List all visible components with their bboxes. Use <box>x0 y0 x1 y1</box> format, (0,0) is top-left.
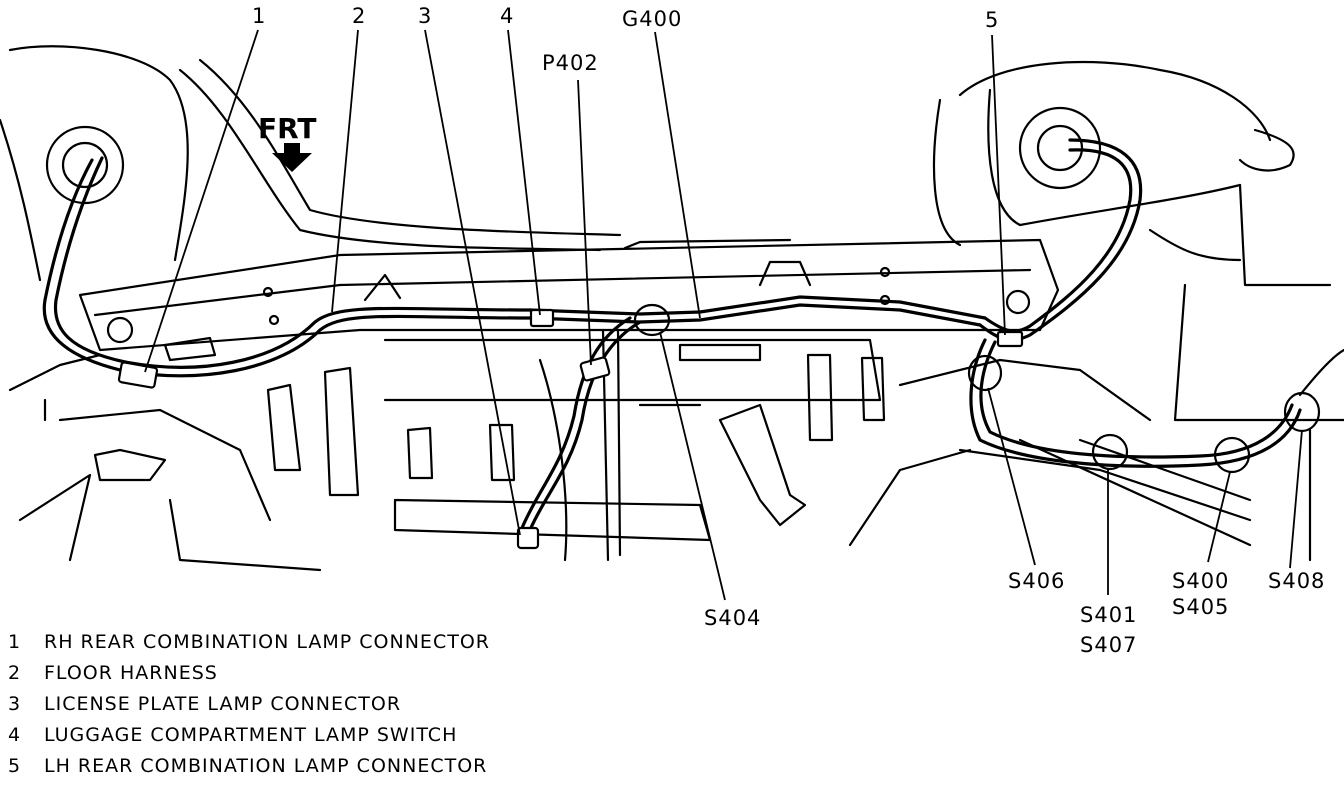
connectors <box>117 308 1024 550</box>
floor-harness <box>42 138 1302 532</box>
legend-item: 1 RH REAR COMBINATION LAMP CONNECTOR <box>8 626 490 657</box>
label-front: FRT <box>258 112 317 145</box>
vehicle-body-outline <box>0 45 1344 572</box>
license-plate-lamp-connector <box>516 526 540 550</box>
leader-lines <box>144 29 1303 601</box>
legend-text: LICENSE PLATE LAMP CONNECTOR <box>44 692 402 715</box>
callout-5: 5 <box>985 8 999 32</box>
legend-item: 3 LICENSE PLATE LAMP CONNECTOR <box>8 688 490 719</box>
p402-connector <box>579 356 611 382</box>
lamp-switch-connector <box>529 308 555 328</box>
rh-rear-lamp-connector <box>117 361 159 389</box>
s406-splice <box>967 354 1003 392</box>
legend-text: LH REAR COMBINATION LAMP CONNECTOR <box>44 754 488 777</box>
lh-rear-lamp-connector <box>996 330 1024 348</box>
legend-num: 5 <box>8 754 22 777</box>
legend-text: LUGGAGE COMPARTMENT LAMP SWITCH <box>44 723 458 746</box>
label-s407: S407 <box>1080 633 1137 657</box>
legend-num: 3 <box>8 692 22 715</box>
label-s401: S401 <box>1080 603 1137 627</box>
legend-num: 4 <box>8 723 22 746</box>
callout-3: 3 <box>418 4 432 28</box>
legend-text: RH REAR COMBINATION LAMP CONNECTOR <box>44 630 490 653</box>
front-arrow-icon <box>272 143 312 172</box>
legend-item: 4 LUGGAGE COMPARTMENT LAMP SWITCH <box>8 719 490 750</box>
legend: 1 RH REAR COMBINATION LAMP CONNECTOR 2 FLO… <box>8 626 490 781</box>
callout-2: 2 <box>352 4 366 28</box>
legend-item: 5 LH REAR COMBINATION LAMP CONNECTOR <box>8 750 490 781</box>
s401-splice <box>1091 433 1129 471</box>
s400-splice <box>1213 436 1251 474</box>
label-s400: S400 <box>1172 569 1229 593</box>
label-p402: P402 <box>542 51 599 75</box>
legend-num: 1 <box>8 630 22 653</box>
label-s406: S406 <box>1008 569 1065 593</box>
callout-1: 1 <box>252 4 266 28</box>
label-s405: S405 <box>1172 595 1229 619</box>
callout-4: 4 <box>500 4 514 28</box>
legend-num: 2 <box>8 661 22 684</box>
s404-splice <box>633 303 671 337</box>
legend-text: FLOOR HARNESS <box>44 661 218 684</box>
legend-item: 2 FLOOR HARNESS <box>8 657 490 688</box>
label-s404: S404 <box>704 606 761 630</box>
label-g400: G400 <box>622 7 682 31</box>
label-s408: S408 <box>1268 569 1325 593</box>
